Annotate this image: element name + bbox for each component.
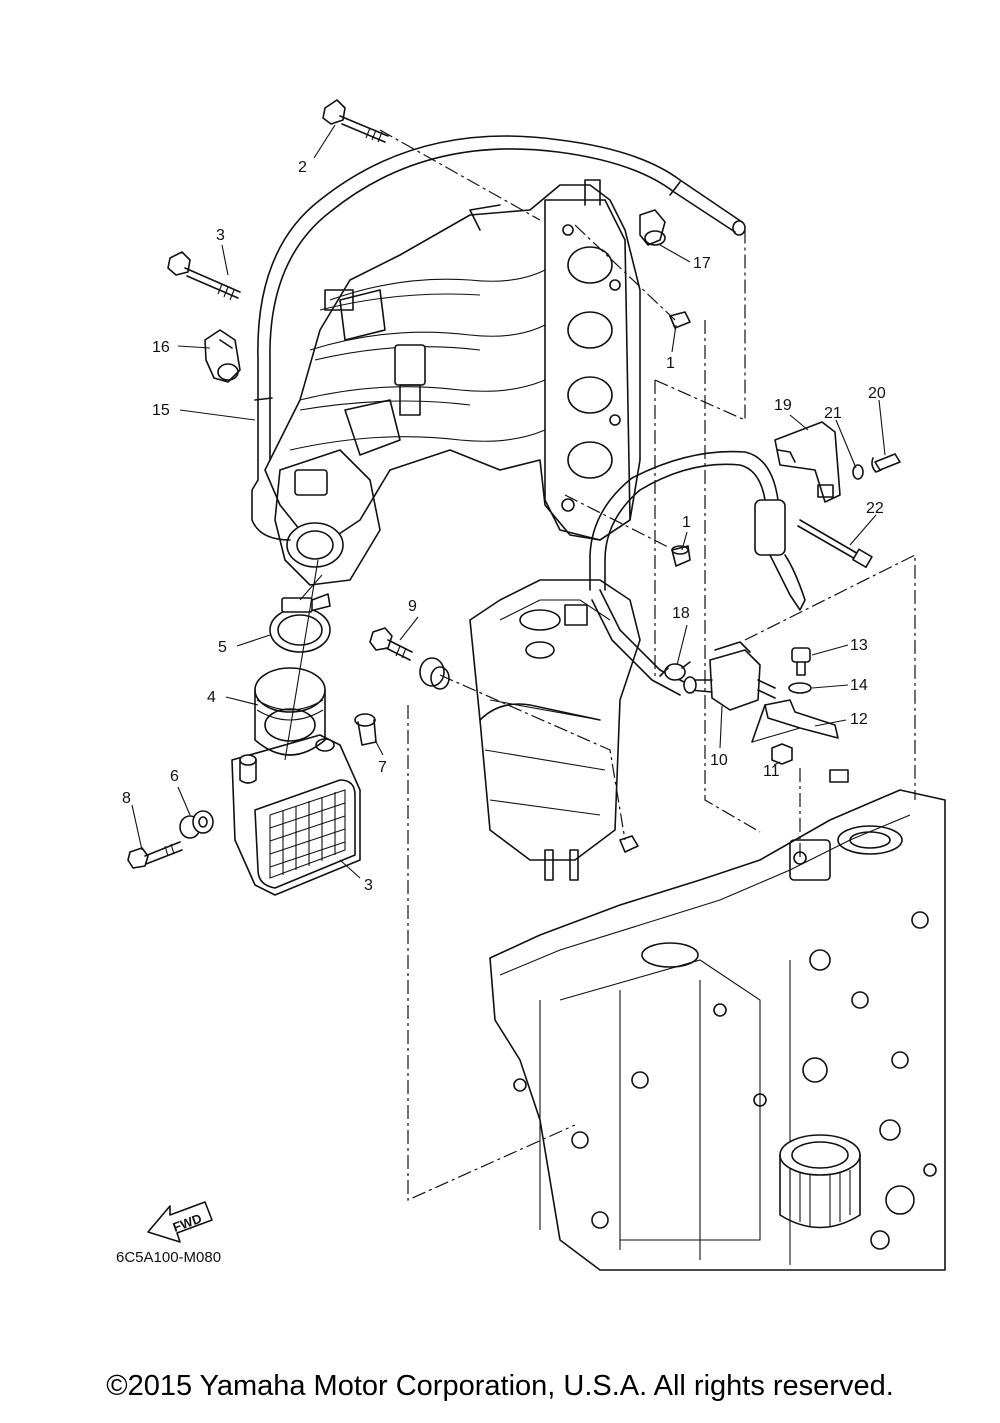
small-parts bbox=[127, 99, 901, 869]
callout-16: 15 bbox=[152, 402, 170, 419]
clip-17 bbox=[204, 329, 241, 383]
callout-12: 11 bbox=[763, 763, 780, 780]
intake-silencer-4 bbox=[231, 734, 361, 896]
nut-12 bbox=[771, 743, 793, 765]
callout-22: 21 bbox=[824, 405, 842, 422]
hose-clamp-6 bbox=[269, 593, 331, 653]
callout-20: 19 bbox=[774, 397, 792, 414]
callout-15: 14 bbox=[850, 677, 868, 694]
callout-14: 13 bbox=[850, 637, 868, 654]
bolt-14 bbox=[791, 647, 811, 676]
callout-numbers: 2 3 16 15 17 1 1 19 21 20 22 18 13 14 12… bbox=[122, 159, 886, 894]
bolt-2 bbox=[322, 99, 389, 143]
bracket-20 bbox=[774, 421, 841, 503]
callout-21: 20 bbox=[868, 385, 886, 402]
callout-4: 3 bbox=[364, 877, 373, 894]
callout-6: 5 bbox=[218, 639, 227, 656]
callout-5: 4 bbox=[207, 689, 216, 706]
callout-2: 2 bbox=[298, 159, 307, 176]
bolt-3 bbox=[167, 251, 241, 301]
intake-manifold bbox=[264, 179, 641, 586]
callout-18: 17 bbox=[693, 255, 711, 272]
bracket-13 bbox=[751, 699, 839, 743]
callout-7: 6 bbox=[170, 768, 179, 785]
leader-lines bbox=[131, 124, 886, 879]
intake-joint-5 bbox=[254, 667, 326, 756]
grommet-7 bbox=[179, 810, 214, 839]
vent-valve-11 bbox=[683, 641, 776, 711]
bolt-10 bbox=[369, 627, 413, 661]
callout-11: 10 bbox=[710, 752, 728, 769]
washer-22 bbox=[852, 464, 864, 480]
part-code: 6C5A100-M080 bbox=[116, 1249, 221, 1266]
dowel-pin-lower bbox=[671, 545, 691, 567]
callout-3: 3 bbox=[216, 227, 225, 244]
clip-19 bbox=[659, 661, 691, 681]
vent-hose bbox=[589, 450, 806, 696]
engine-block bbox=[489, 769, 946, 1271]
hose-16 bbox=[251, 135, 746, 541]
callout-8: 7 bbox=[378, 759, 387, 776]
copyright-notice: ©2015 Yamaha Motor Corporation, U.S.A. A… bbox=[106, 1370, 894, 1402]
screw-21 bbox=[871, 453, 901, 473]
grommet bbox=[419, 657, 450, 690]
callout-13: 12 bbox=[850, 711, 868, 728]
vapor-separator bbox=[469, 579, 641, 881]
fwd-arrow: FWD bbox=[147, 1201, 213, 1243]
clip-18 bbox=[639, 209, 666, 246]
dowel-pin-upper bbox=[669, 311, 691, 329]
collar-8 bbox=[354, 713, 377, 746]
callout-9: 8 bbox=[122, 790, 131, 807]
callout-19: 18 bbox=[672, 605, 690, 622]
callout-23: 22 bbox=[866, 500, 884, 517]
callout-1-lower: 1 bbox=[682, 514, 691, 531]
washer-15 bbox=[788, 682, 812, 694]
cable-tie-23 bbox=[797, 519, 873, 568]
reference-lines bbox=[379, 129, 916, 1201]
callout-17: 16 bbox=[152, 339, 170, 356]
callout-1-upper: 1 bbox=[666, 355, 675, 372]
bolt-9 bbox=[127, 841, 183, 869]
callout-10: 9 bbox=[408, 598, 417, 615]
